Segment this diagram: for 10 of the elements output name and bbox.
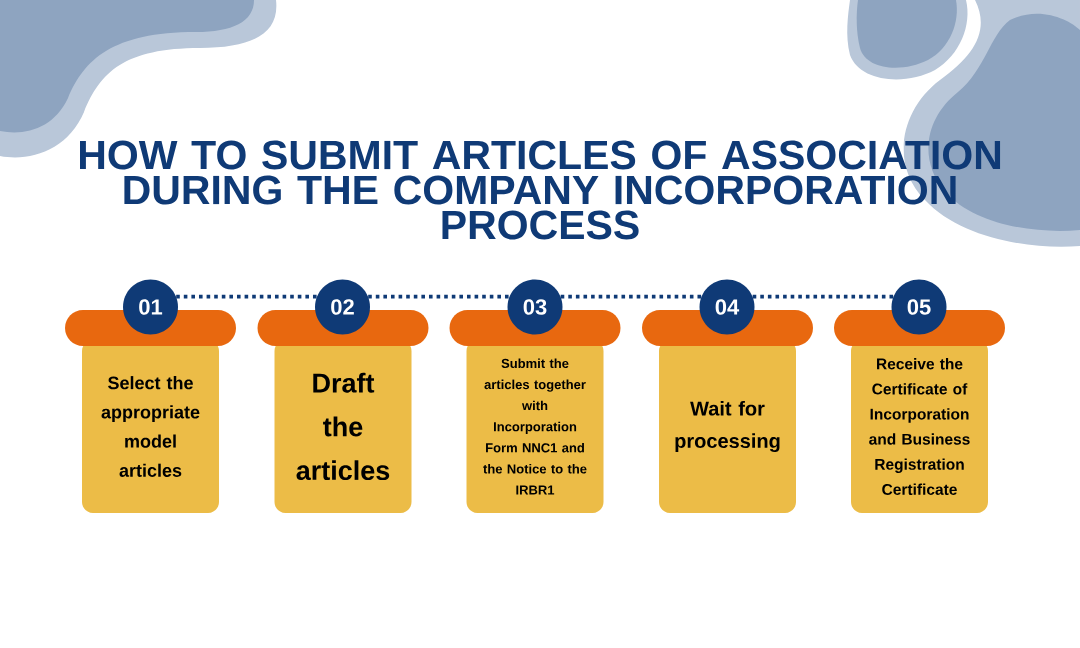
step-card: Submit the articles together with Incorporation Form NNC1 and the Notice to the IRBR1 xyxy=(466,340,604,513)
step-card: Receive the Certificate of Incorporation and Business Registration Certificate xyxy=(851,340,988,513)
step-card: Wait for processing xyxy=(659,340,796,513)
dotted-line xyxy=(176,294,317,299)
step-card: Draft the articles xyxy=(274,340,412,513)
dotted-line xyxy=(752,294,894,299)
title: HOW TO SUBMIT ARTICLES OF ASSOCIATION DURING THE COMPANY INCORPORATION PROCESS xyxy=(80,140,1001,240)
dotted-line xyxy=(560,294,702,299)
step-card: Select the appropriate model articles xyxy=(82,340,219,513)
dotted-line xyxy=(368,294,510,299)
